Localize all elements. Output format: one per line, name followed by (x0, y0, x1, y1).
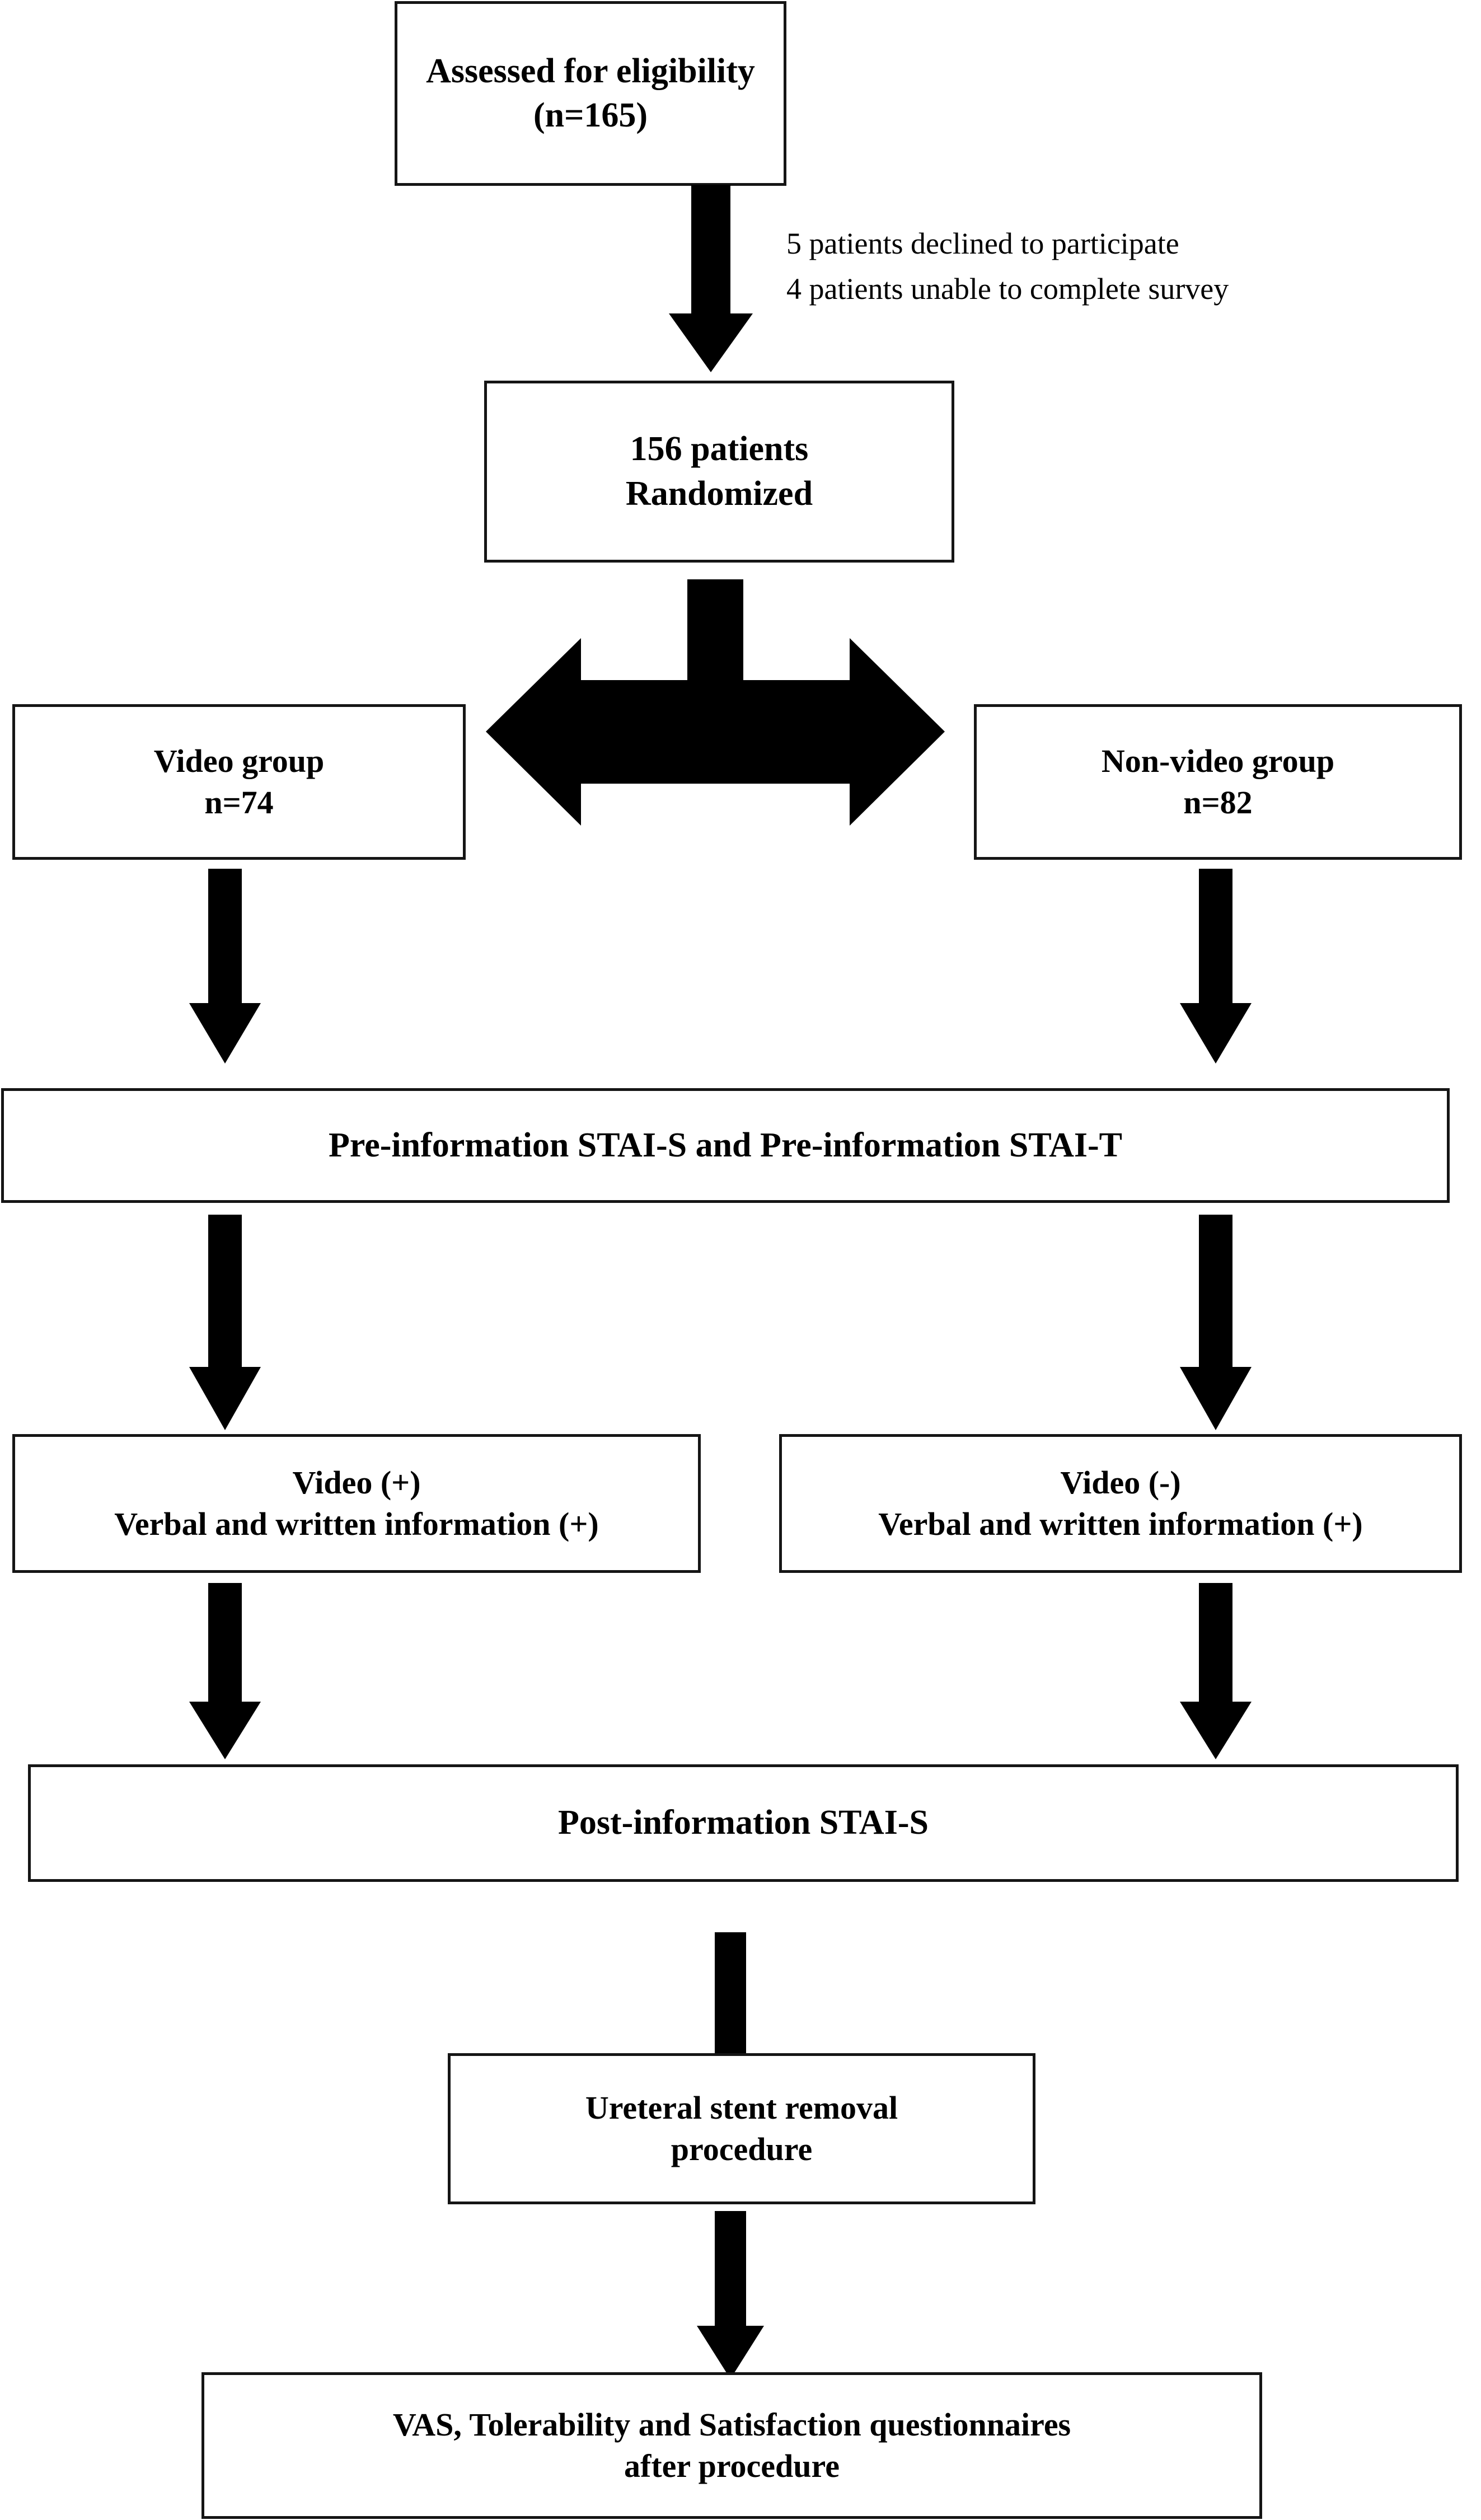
down-arrow-shape (1180, 869, 1252, 1064)
stent-removal-line-1: Ureteral stent removal (585, 2089, 898, 2126)
down-arrow-shape (669, 185, 753, 372)
assessed-for-eligibility-box: Assessed for eligibility (n=165) (395, 1, 786, 186)
pre-stai-line-1: Pre-information STAI-S and Pre-informati… (329, 1126, 1122, 1164)
assessed-line-2: (n=165) (533, 96, 648, 134)
video-negative-line-2: Verbal and written information (+) (878, 1506, 1363, 1542)
down-arrow-shape (1180, 1583, 1252, 1759)
split-arrow-bar (486, 638, 945, 826)
randomized-line-2: Randomized (625, 474, 813, 513)
arrow-pre-stai-to-video-minus (1180, 1215, 1252, 1430)
assessed-line-1: Assessed for eligibility (426, 51, 755, 90)
video-positive-line-2: Verbal and written information (+) (114, 1506, 599, 1542)
down-arrow-shape (189, 1215, 261, 1430)
arrow-video-plus-to-post-stai (189, 1583, 261, 1759)
non-video-group-box: Non-video group n=82 (974, 704, 1462, 860)
video-group-line-1: Video group (153, 742, 325, 779)
down-arrow-shape (189, 1583, 261, 1759)
exclusion-note: 5 patients declined to participate 4 pat… (786, 221, 1229, 312)
video-positive-box: Video (+) Verbal and written information… (12, 1434, 701, 1573)
down-arrow-shape (189, 869, 261, 1064)
post-stai-line-1: Post-information STAI-S (558, 1804, 929, 1842)
pre-information-stai-box: Pre-information STAI-S and Pre-informati… (1, 1088, 1450, 1203)
questionnaires-line-1: VAS, Tolerability and Satisfaction quest… (392, 2406, 1071, 2443)
non-video-group-line-2: n=82 (1183, 784, 1253, 821)
video-group-box: Video group n=74 (12, 704, 466, 860)
randomized-line-1: 156 patients (630, 430, 809, 469)
post-information-stai-box: Post-information STAI-S (28, 1764, 1459, 1882)
video-positive-line-1: Video (+) (292, 1464, 421, 1501)
arrow-video-group-to-pre-stai (189, 869, 261, 1064)
exclusion-line-2: 4 patients unable to complete survey (786, 272, 1229, 306)
down-arrow-shape (1180, 1215, 1252, 1430)
randomized-box: 156 patients Randomized (484, 381, 954, 563)
video-group-line-2: n=74 (204, 784, 274, 821)
arrow-video-minus-to-post-stai (1180, 1583, 1252, 1759)
video-negative-box: Video (-) Verbal and written information… (779, 1434, 1462, 1573)
exclusion-line-1: 5 patients declined to participate (786, 227, 1179, 260)
down-arrow-shape (697, 2211, 764, 2379)
arrow-non-video-group-to-pre-stai (1180, 869, 1252, 1064)
arrow-assessed-to-randomized (669, 185, 753, 372)
arrow-pre-stai-to-video-plus (189, 1215, 261, 1430)
ureteral-stent-removal-box: Ureteral stent removal procedure (448, 2053, 1035, 2204)
vas-tolerability-satisfaction-box: VAS, Tolerability and Satisfaction quest… (201, 2372, 1262, 2519)
questionnaires-line-2: after procedure (624, 2448, 840, 2484)
non-video-group-line-1: Non-video group (1101, 742, 1335, 779)
stent-removal-line-2: procedure (671, 2131, 813, 2167)
arrow-randomized-split (481, 579, 985, 842)
arrow-stent-removal-to-questionnaires (697, 2211, 764, 2379)
video-negative-line-1: Video (-) (1060, 1464, 1181, 1501)
